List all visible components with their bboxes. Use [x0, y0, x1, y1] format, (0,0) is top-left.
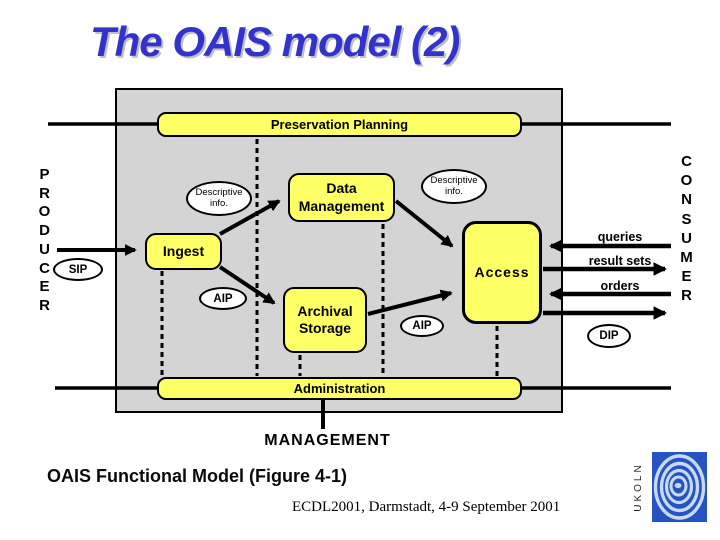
orders-flow-label: orders [600, 279, 640, 293]
consumer-label: CONSUMER [680, 153, 693, 305]
aip-ellipse-ingest: AIP [199, 287, 247, 310]
ukoln-logo [652, 452, 707, 522]
descriptive-info-ellipse-right: Descriptive info. [421, 169, 487, 204]
queries-flow-label: queries [597, 230, 643, 244]
producer-label: PRODUCER [38, 166, 51, 314]
page-title: The OAIS model (2) [90, 18, 460, 65]
ukoln-spiral-icon [652, 452, 707, 522]
aip-label: AIP [412, 320, 432, 332]
data-management-box: Data Management [288, 173, 395, 222]
sip-ellipse: SIP [53, 258, 103, 281]
result-sets-flow-label: result sets [588, 254, 652, 268]
access-label: Access [474, 263, 530, 280]
footer-conference-credit: ECDL2001, Darmstadt, 4-9 September 2001 [292, 499, 561, 515]
aip-ellipse-access: AIP [400, 315, 444, 337]
descriptive-info-ellipse-left: Descriptive info. [186, 181, 252, 216]
administration-label: Administration [293, 381, 386, 396]
ingest-box: Ingest [145, 233, 222, 270]
data-management-label: Data Management [298, 180, 385, 214]
dip-ellipse: DIP [587, 324, 631, 348]
administration-box: Administration [157, 377, 522, 400]
archival-storage-box: Archival Storage [283, 287, 367, 353]
management-label: MANAGEMENT [264, 432, 391, 449]
ukoln-logo-text: UKOLN [633, 462, 644, 512]
descriptive-info-label: Descriptive info. [430, 175, 478, 197]
preservation-planning-box: Preservation Planning [157, 112, 522, 137]
archival-storage-label: Archival Storage [297, 302, 353, 337]
preservation-planning-label: Preservation Planning [270, 117, 409, 132]
dip-label: DIP [599, 330, 619, 342]
descriptive-info-label: Descriptive info. [195, 187, 243, 209]
footer-figure-caption: OAIS Functional Model (Figure 4-1) [47, 466, 348, 486]
sip-label: SIP [68, 263, 88, 276]
ingest-label: Ingest [162, 242, 205, 259]
access-box: Access [462, 221, 542, 324]
aip-label: AIP [213, 292, 233, 305]
